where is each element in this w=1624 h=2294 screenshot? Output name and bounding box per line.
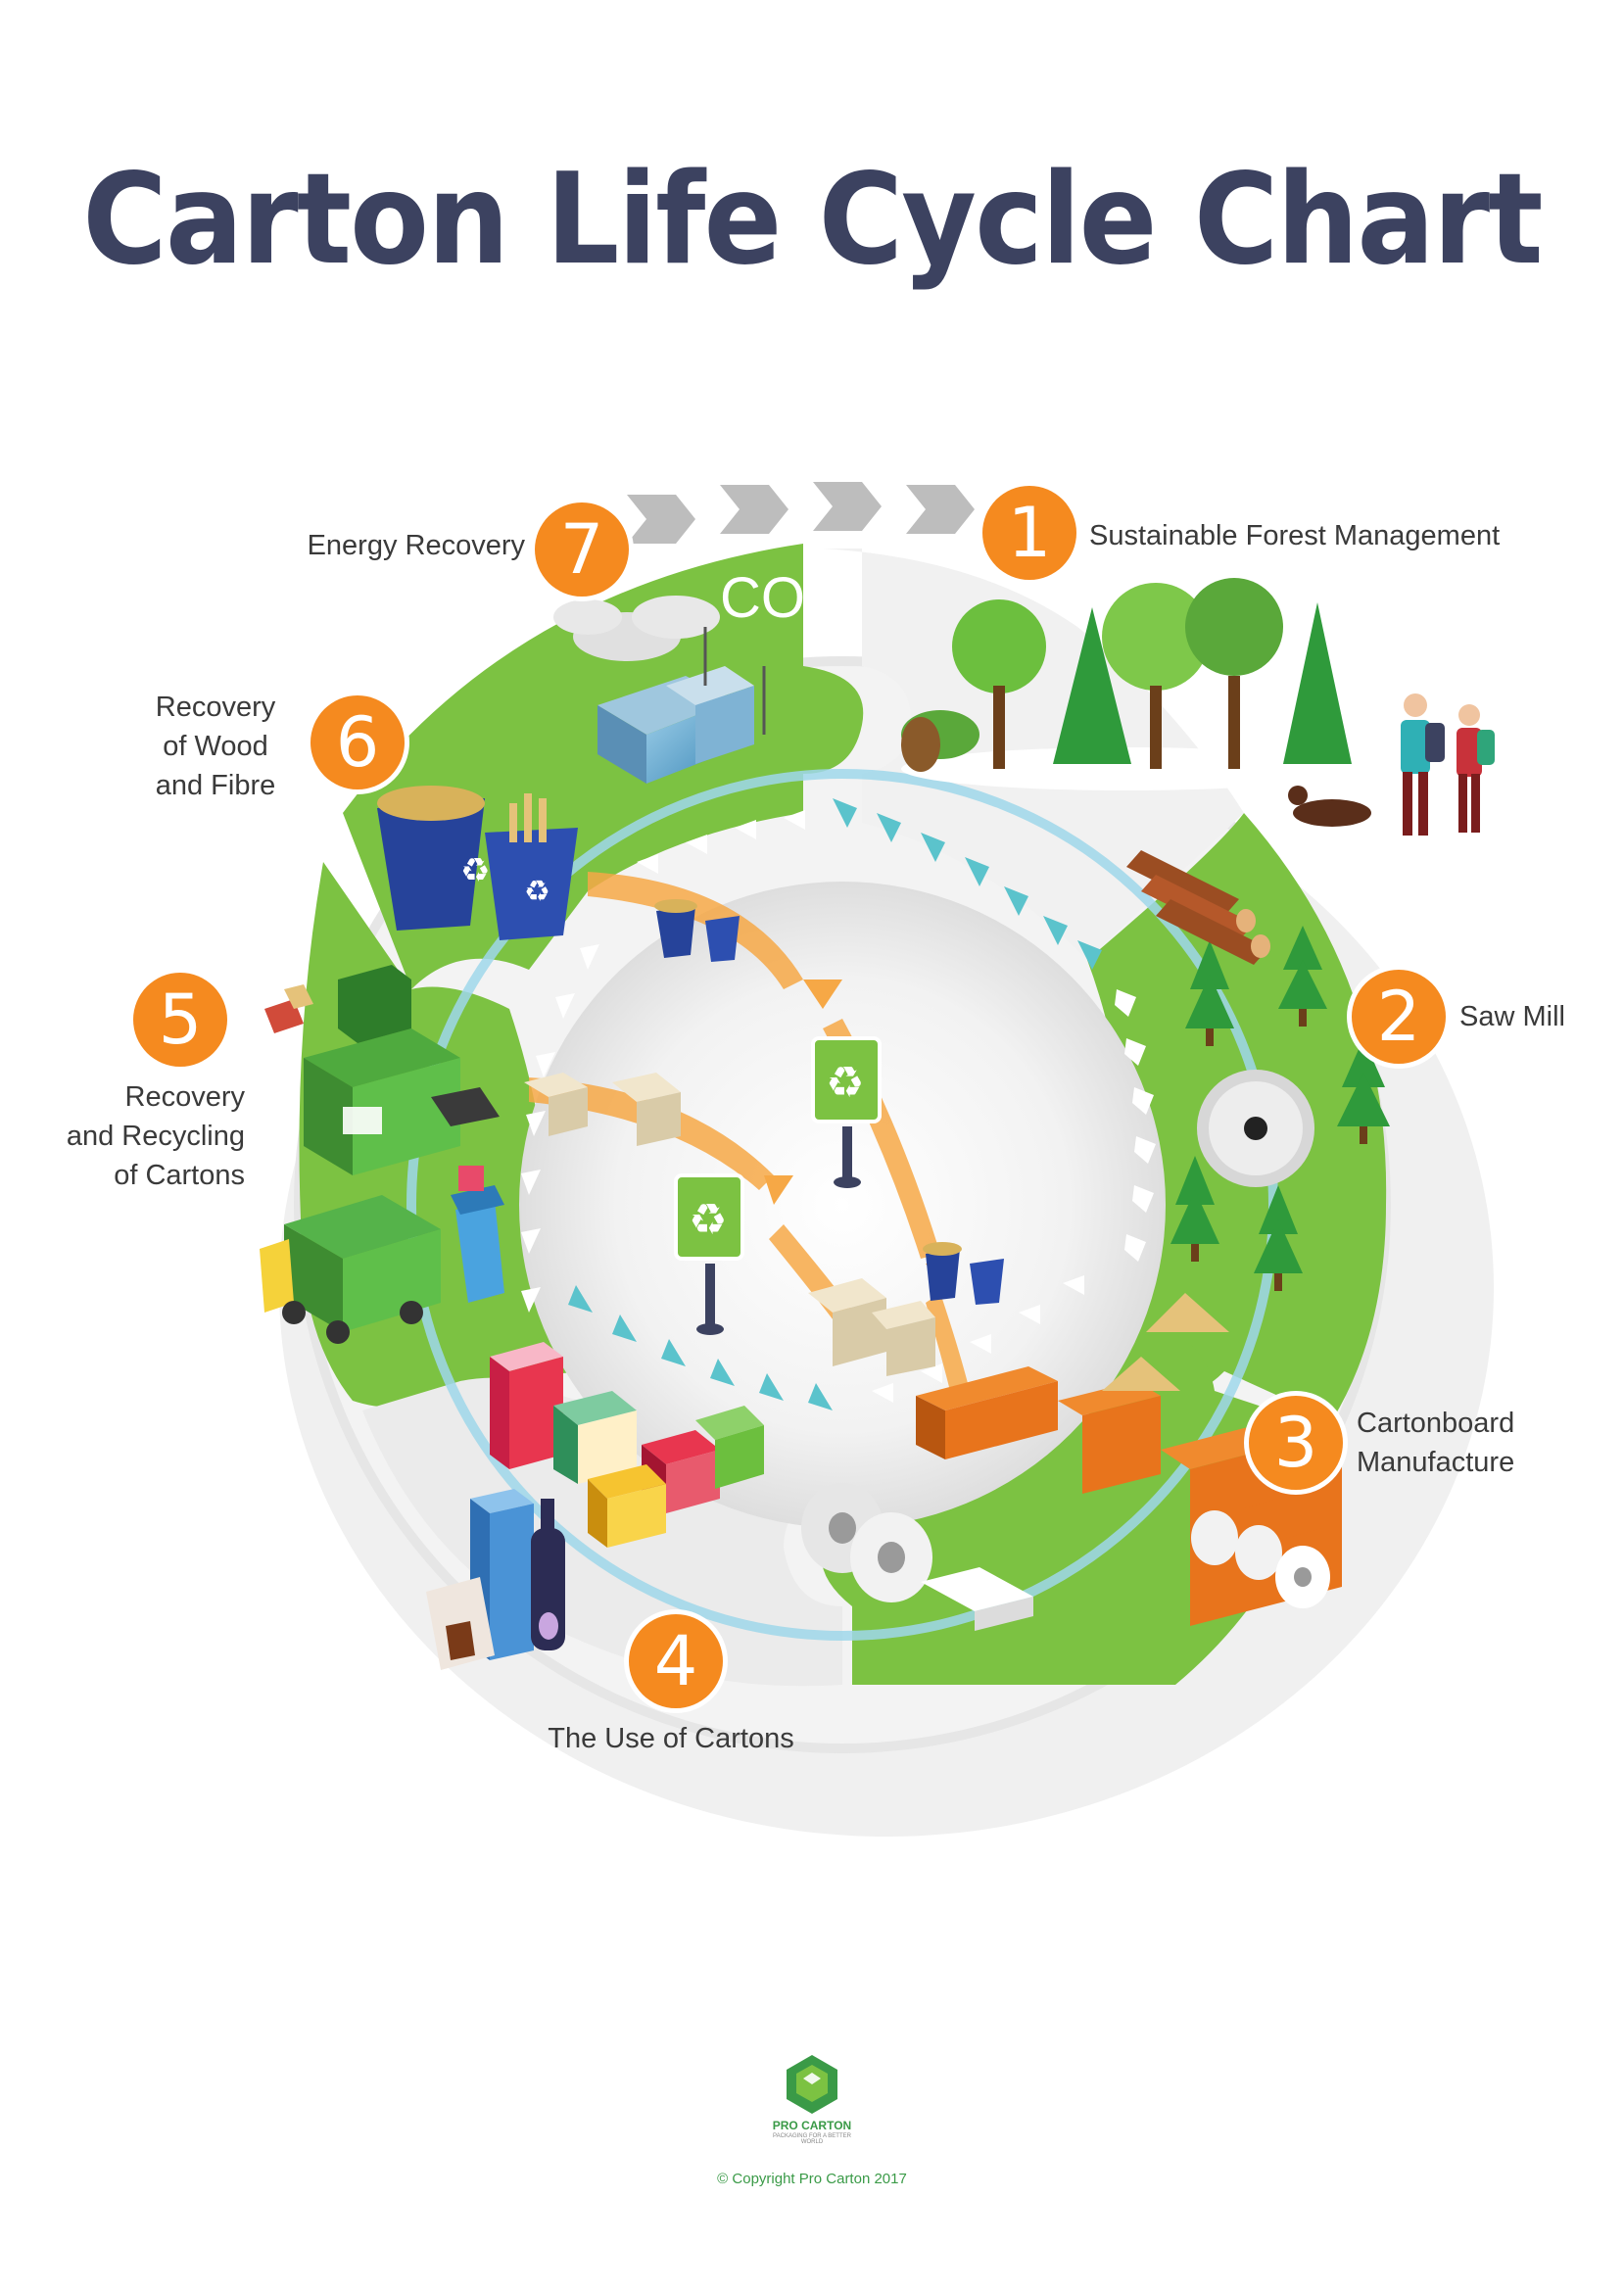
chevron-arrow-icon [720, 485, 788, 534]
recycling-bin-icon [654, 899, 1004, 1305]
step-2-number: 2 [1352, 970, 1446, 1064]
svg-text:♻: ♻ [689, 1195, 727, 1245]
recycling-bin-icon [451, 1166, 504, 1303]
co2-label: CO2 [720, 566, 818, 633]
carton-block-icon [524, 1073, 935, 1376]
copyright: © Copyright Pro Carton 2017 [717, 2171, 907, 2187]
power-plant-icon [553, 596, 766, 784]
chevron-arrow-icon [813, 482, 882, 531]
svg-text:♻: ♻ [460, 851, 490, 890]
paper-roll-icon [801, 1483, 1033, 1631]
saw-blade-icon [1197, 1070, 1314, 1187]
step-6-label: Recovery of Wood and Fibre [155, 692, 276, 801]
recycling-bin-icon: ♻ ♻ [377, 786, 578, 940]
step-4-label: The Use of Cartons [548, 1723, 794, 1754]
page-title: Carton Life Cycle Chart [82, 147, 1543, 293]
top-chevrons [627, 482, 975, 544]
logs-icon [1126, 850, 1270, 965]
recycle-sign-icon: ♻ ♻ [674, 1036, 882, 1335]
tree-icon [1170, 926, 1390, 1291]
chevron-arrow-icon [906, 485, 975, 534]
step-5-number: 5 [133, 973, 227, 1067]
garbage-truck-icon [260, 1195, 441, 1344]
step-7-number: 7 [535, 502, 629, 597]
hikers-icon [1288, 693, 1495, 836]
footer-brand: PRO CARTON [772, 2119, 852, 2132]
chevron-arrow-icon [627, 495, 695, 544]
step-3-number: 3 [1249, 1396, 1343, 1490]
step-1-number: 1 [982, 486, 1076, 580]
step-4-number: 4 [629, 1614, 723, 1708]
recycling-machine-icon [264, 965, 500, 1175]
step-1-label: Sustainable Forest Management [1089, 520, 1501, 551]
step-7-label: Energy Recovery [307, 530, 525, 561]
pro-carton-logo-icon [787, 2055, 837, 2114]
forest-icon [901, 578, 1352, 790]
step-5-label: Recovery and Recycling of Cartons [66, 1081, 245, 1191]
wood-chips-icon [1102, 1293, 1229, 1391]
step-6-number: 6 [310, 695, 405, 789]
teal-flow-arrows [568, 798, 1102, 1410]
white-chevrons [521, 810, 1156, 1403]
ring-center [519, 882, 1166, 1528]
step-3-label: Cartonboard Manufacture [1357, 1408, 1515, 1478]
svg-text:♻: ♻ [524, 875, 550, 909]
footer-tagline: PACKAGING FOR A BETTER WORLD [773, 2133, 851, 2145]
carton-products-icon [426, 1342, 764, 1670]
step-2-label: Saw Mill [1459, 1001, 1565, 1032]
svg-text:♻: ♻ [826, 1058, 864, 1108]
